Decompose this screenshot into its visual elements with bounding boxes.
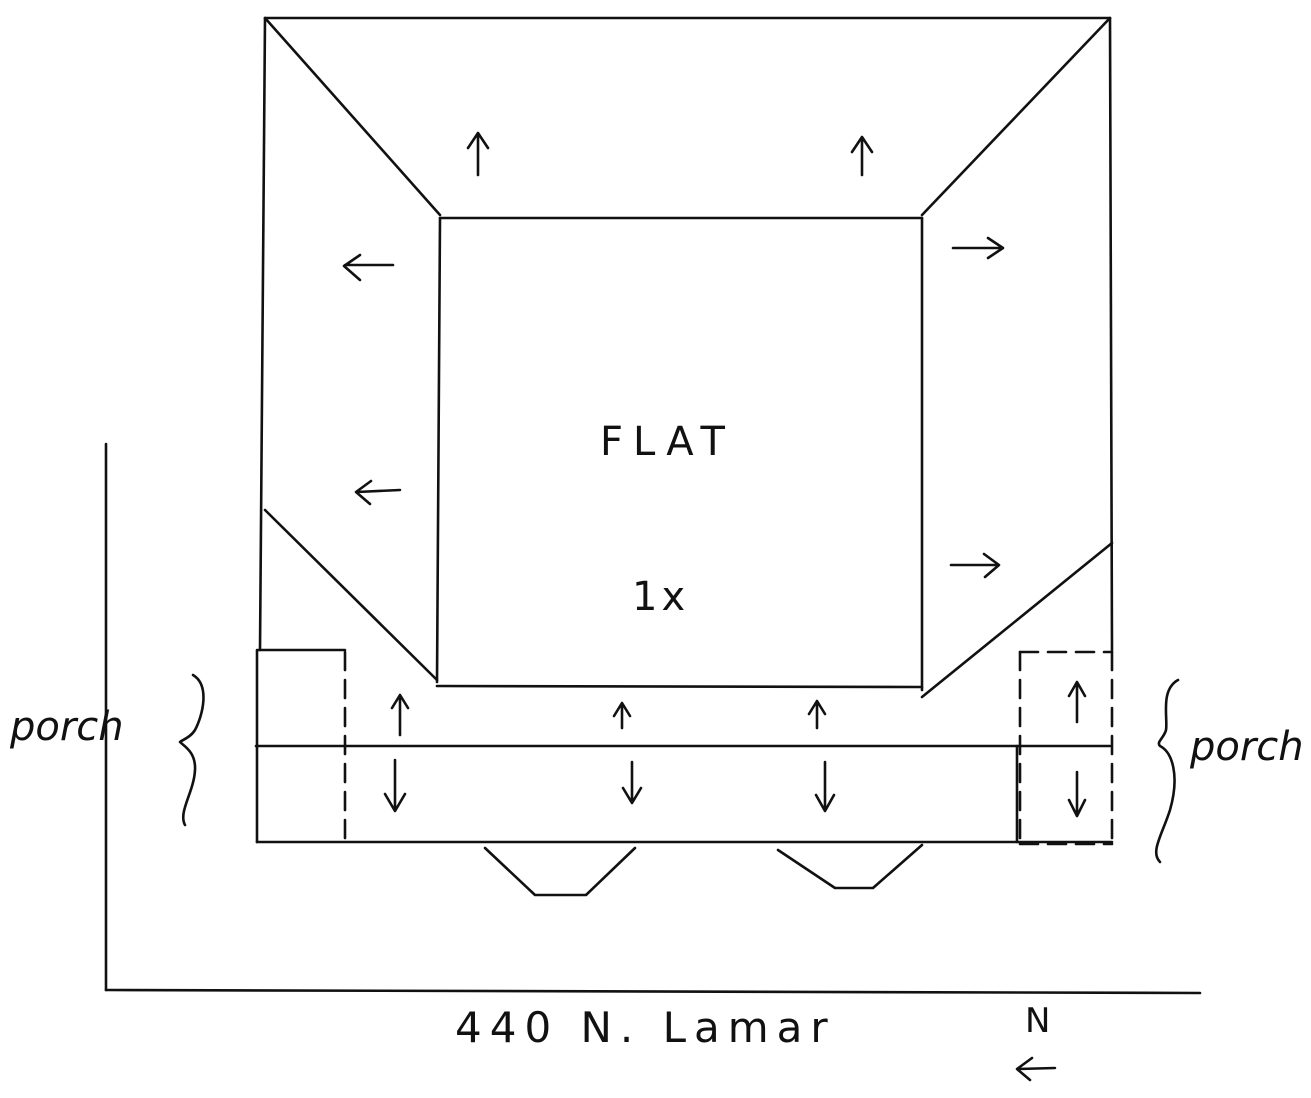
porch-braces (178, 673, 1180, 864)
north-label: N (1025, 1001, 1050, 1041)
arrow-left-icon (342, 253, 395, 282)
flat-roof-outline (435, 216, 924, 692)
pitch-label: 1x (632, 574, 689, 620)
arrow-down-icon (814, 760, 836, 813)
arrow-down-icon (383, 758, 407, 813)
lot-lines (104, 442, 1202, 995)
arrow-up-icon (1067, 680, 1087, 724)
porch-left-label: porch (9, 704, 124, 750)
roof-label: FLAT (600, 419, 735, 465)
arrow-up-icon (612, 701, 632, 730)
porch-right-label: porch (1189, 724, 1304, 770)
arrow-down-icon (621, 760, 643, 805)
bay-projections (483, 843, 924, 897)
street-label: 440 N. Lamar (455, 1003, 836, 1052)
slope-arrows (342, 131, 1087, 818)
porch-roof-band (254, 648, 1114, 844)
arrow-up-icon (390, 693, 410, 737)
arrow-up-icon (807, 699, 827, 730)
arrow-left-icon (354, 479, 402, 506)
arrow-up-icon (850, 135, 874, 177)
porch-dashed-boxes (343, 650, 1114, 846)
left-brace-icon (178, 673, 205, 827)
arrow-right-icon (951, 236, 1005, 260)
arrow-down-icon (1067, 770, 1087, 818)
right-brace-icon (1154, 678, 1180, 864)
arrow-right-icon (949, 552, 1001, 579)
hip-lines (263, 16, 1114, 699)
arrow-up-icon (466, 131, 490, 177)
north-arrow-icon (1015, 1056, 1057, 1082)
